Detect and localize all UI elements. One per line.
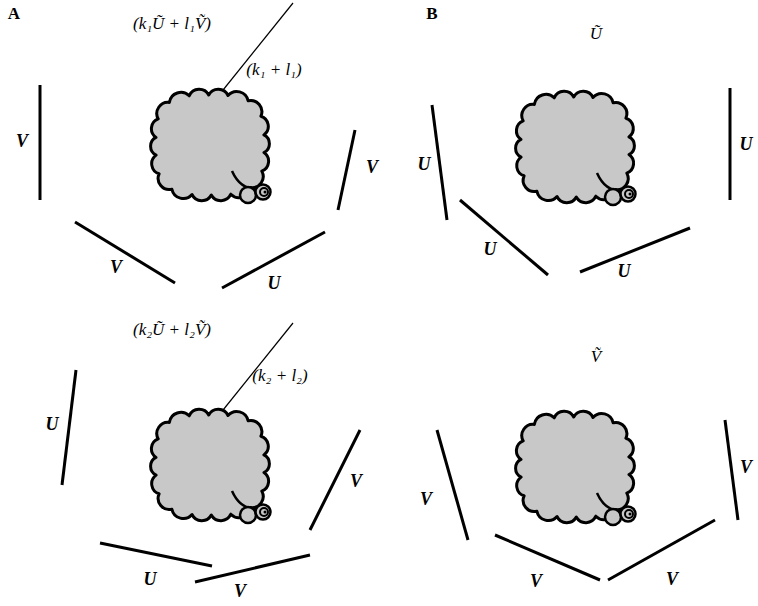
formula-label: (k₁ + l₁): [246, 61, 301, 80]
panel-letter: B: [426, 5, 437, 24]
brain-cloud: [516, 411, 636, 525]
stick-label: V: [420, 490, 432, 510]
stick-label: U: [740, 135, 753, 155]
stick-label: V: [530, 572, 542, 592]
stick-label: U: [144, 570, 157, 590]
formula-label: Ũ: [590, 25, 602, 44]
stick-label: U: [268, 274, 281, 294]
formula-label: (k₂Ũ + l₂Ṽ): [133, 321, 211, 340]
stick-label: U: [418, 155, 431, 175]
stick-label: V: [350, 472, 362, 492]
brain-cloud: [516, 91, 636, 205]
stick-label: V: [110, 258, 122, 278]
stick-segments: [40, 85, 738, 582]
stick-label: V: [740, 458, 752, 478]
stick-label: U: [484, 240, 497, 260]
stick-label: V: [366, 158, 378, 178]
brain-cloud: [151, 409, 271, 523]
brain-cloud: [151, 89, 271, 203]
panel-letter: A: [8, 5, 20, 24]
stick-label: U: [618, 262, 631, 282]
stick-label: U: [46, 415, 59, 435]
formula-label: Ṽ: [591, 348, 601, 367]
formula-label: (k₁Ũ + l₁Ṽ): [133, 15, 211, 34]
formula-label: (k₂ + l₂): [252, 367, 307, 386]
stick-label: V: [666, 570, 678, 590]
stick-label: V: [234, 582, 246, 602]
stick-label: V: [16, 132, 28, 152]
